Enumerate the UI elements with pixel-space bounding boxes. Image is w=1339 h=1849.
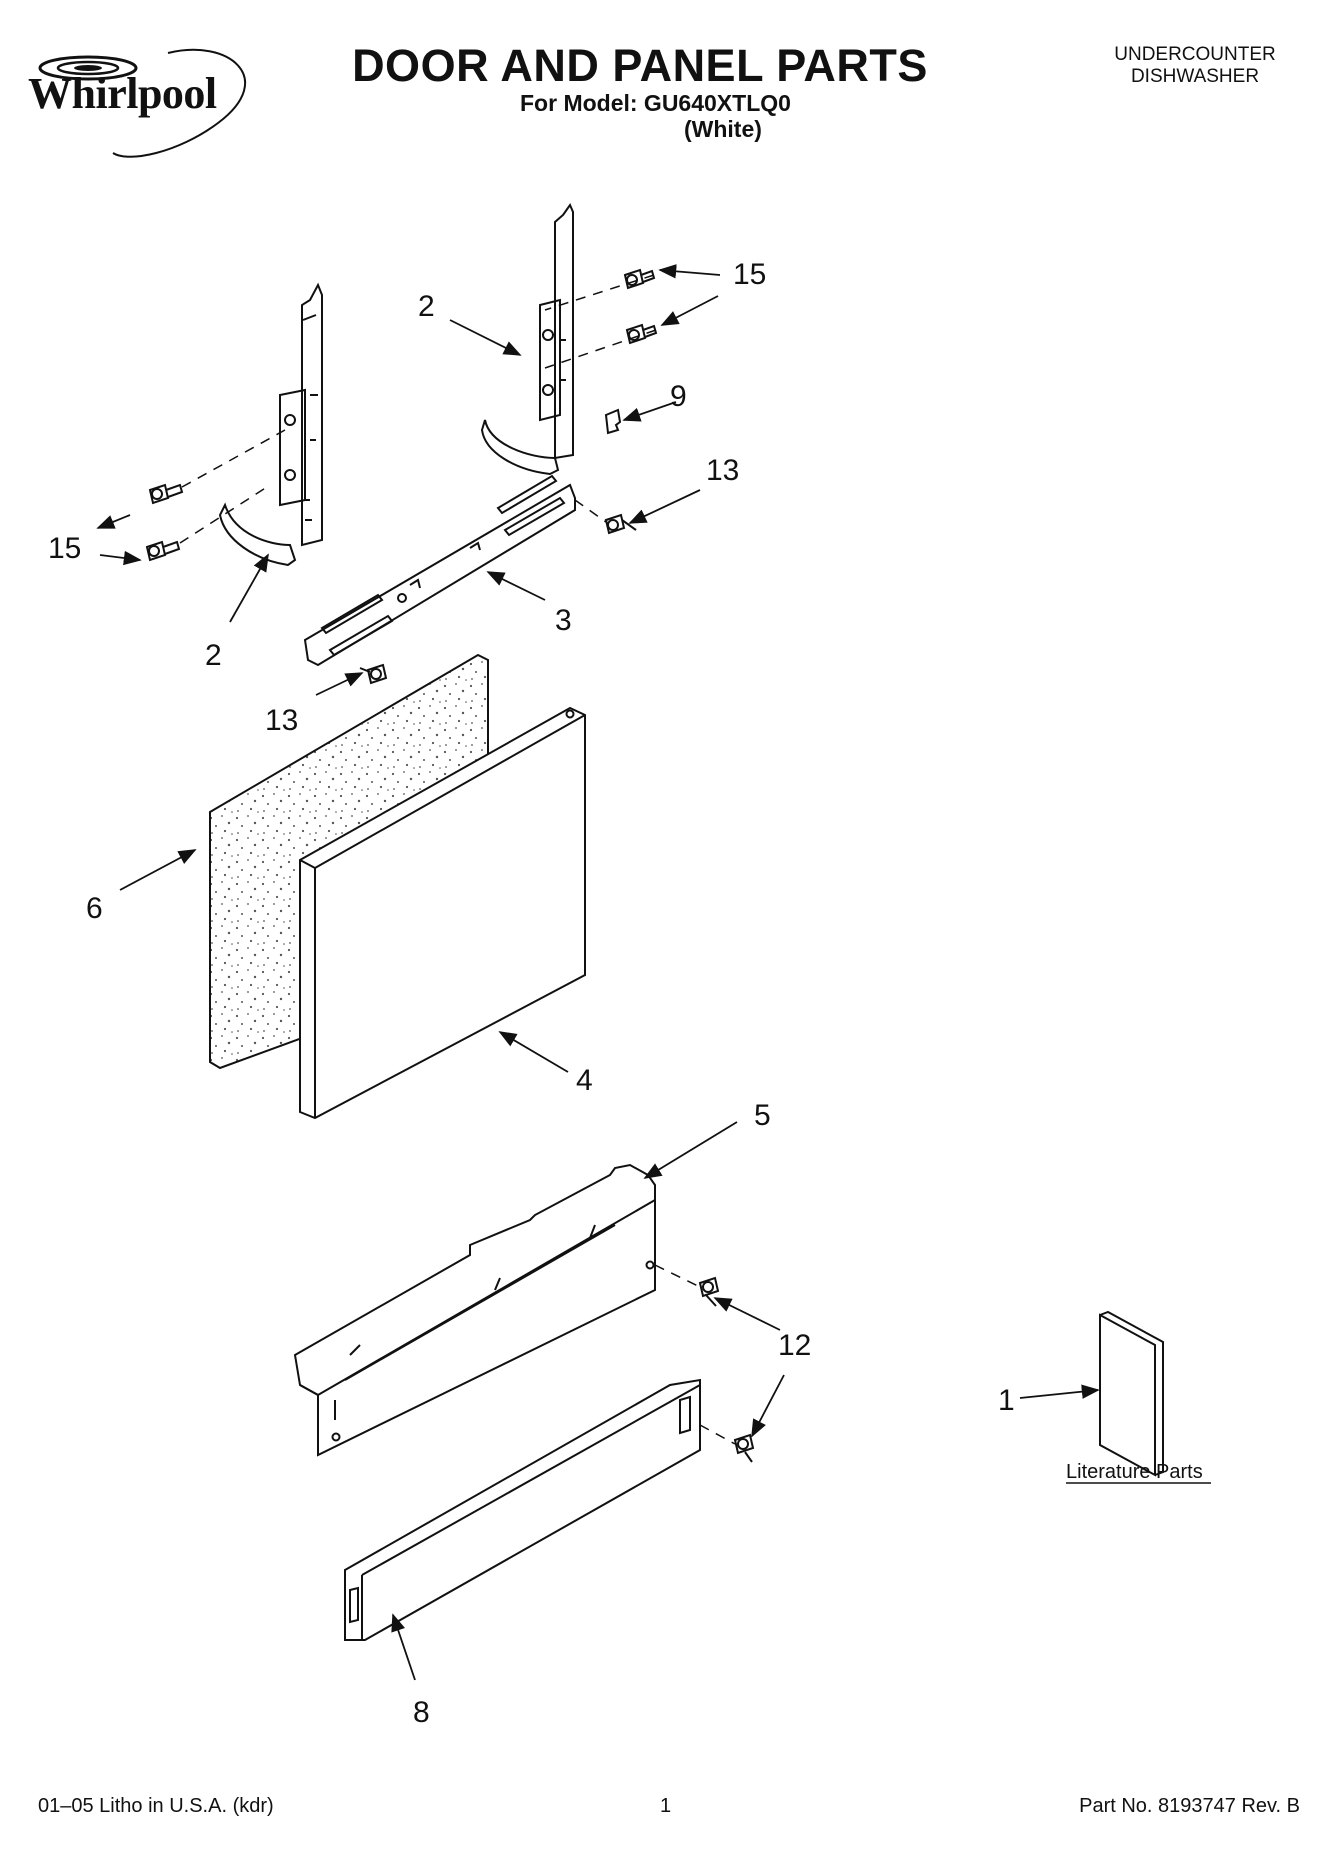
callout-part-9: 9 — [670, 380, 687, 413]
access-panel-icon — [344, 1378, 701, 1641]
footer-litho: 01–05 Litho in U.S.A. (kdr) — [38, 1795, 274, 1817]
product-type: UNDERCOUNTER DISHWASHER — [1090, 44, 1300, 88]
page-number: 1 — [660, 1795, 672, 1817]
door-panel-icon — [299, 706, 586, 1120]
toe-panel-icon — [293, 1163, 656, 1457]
screw-icon — [145, 540, 181, 562]
hinge-bracket-icon — [218, 282, 323, 567]
literature-booklet-icon — [1099, 1310, 1164, 1477]
whirlpool-logo-icon — [38, 48, 247, 158]
callout-part-15-right: 15 — [733, 258, 766, 291]
door-brace-icon — [303, 474, 576, 667]
callout-part-13-right: 13 — [706, 454, 739, 487]
page-title: DOOR AND PANEL PARTS — [352, 40, 928, 91]
callout-part-3: 3 — [555, 604, 572, 637]
callout-part-2-left: 2 — [205, 639, 222, 672]
screw-icon — [359, 663, 388, 685]
literature-parts-label: Literature Parts — [1066, 1461, 1203, 1483]
callout-part-4: 4 — [576, 1064, 593, 1097]
screw-icon — [698, 1276, 720, 1307]
callout-part-5: 5 — [754, 1099, 771, 1132]
callout-part-15-left: 15 — [48, 532, 81, 565]
callout-part-12: 12 — [778, 1329, 811, 1362]
screw-icon — [625, 323, 658, 345]
screw-icon — [604, 513, 637, 535]
product-type-line-2: DISHWASHER — [1130, 66, 1260, 87]
callout-part-1: 1 — [998, 1384, 1015, 1417]
callout-part-6: 6 — [86, 892, 103, 925]
screw-icon — [148, 483, 184, 505]
screw-icon — [733, 1433, 755, 1463]
screw-icon — [623, 268, 656, 290]
brand-name: Whirlpool — [28, 69, 217, 118]
hinge-bracket-icon — [480, 202, 574, 476]
clip-icon — [604, 408, 622, 435]
part-number: Part No. 8193747 Rev. B — [1079, 1795, 1300, 1817]
model-color: (White) — [684, 116, 762, 142]
model-number: For Model: GU640XTLQ0 — [520, 90, 791, 116]
callout-part-2-right: 2 — [418, 290, 435, 323]
product-type-line-1: UNDERCOUNTER — [1114, 44, 1276, 65]
callout-part-8: 8 — [413, 1696, 430, 1729]
callout-part-13-left: 13 — [265, 704, 298, 737]
